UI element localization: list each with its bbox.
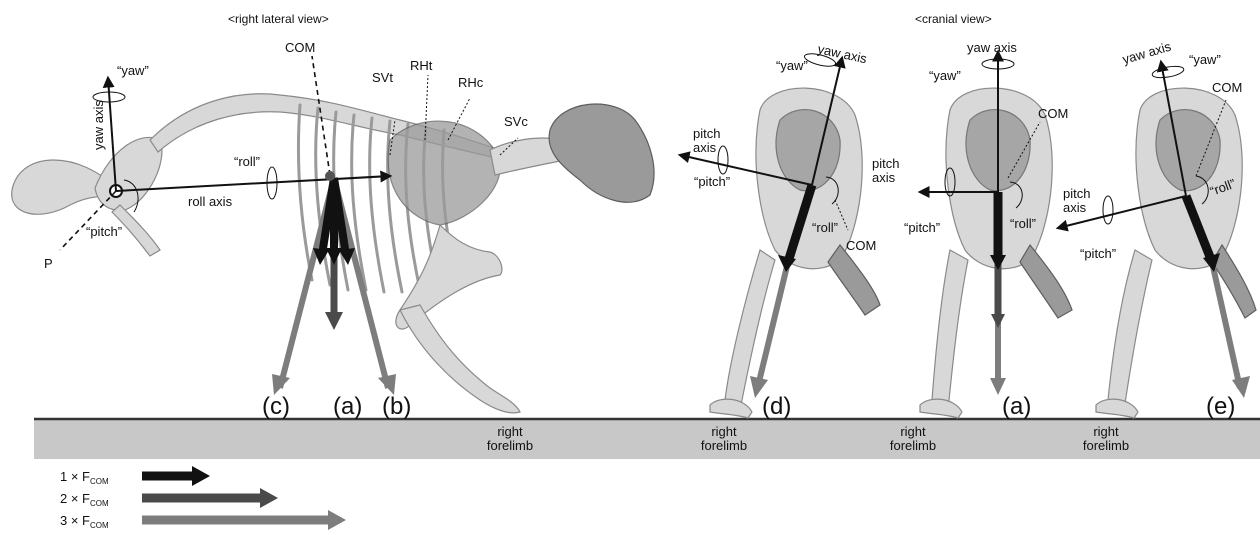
force-label-e: (e) [1206, 393, 1235, 420]
a-roll-label: “roll” [1010, 216, 1036, 231]
lateral-p-label: P [44, 256, 53, 271]
label-svt: SVt [372, 70, 393, 85]
force-label-a-lateral: (a) [333, 393, 362, 420]
a-com-label: COM [1038, 106, 1068, 121]
cranial-view-title: <cranial view> [915, 12, 992, 26]
legend-arrowhead-1 [192, 466, 210, 486]
force-label-b: (b) [382, 393, 411, 420]
lateral-com-label: COM [285, 40, 315, 55]
legend-label-2: 2 × FCOM [60, 491, 109, 508]
label-rht: RHt [410, 58, 433, 73]
lateral-roll-label: “roll” [234, 154, 260, 169]
legend-arrowhead-2 [260, 488, 278, 508]
forelimb-e-left [1108, 250, 1152, 410]
force-label-a-cranial: (a) [1002, 393, 1031, 420]
force-label-c: (c) [262, 393, 290, 420]
ground-band [34, 419, 1260, 459]
d-pitch-label: “pitch” [694, 174, 730, 189]
skull [549, 104, 654, 202]
forelimb-d-left [725, 250, 775, 410]
e-yaw-label: “yaw” [1189, 52, 1221, 67]
lateral-roll-axis-label: roll axis [188, 194, 233, 209]
a-pitch-label: “pitch” [904, 220, 940, 235]
lateral-view-title: <right lateral view> [228, 12, 329, 26]
lateral-yaw-label: “yaw” [117, 63, 149, 78]
forearm [400, 305, 520, 413]
e-pitch-label: “pitch” [1080, 246, 1116, 261]
lateral-pitch-label: “pitch” [86, 224, 122, 239]
d-com-label: COM [846, 238, 876, 253]
e-yaw-axis-label: yaw axis [1121, 39, 1174, 67]
legend-arrowhead-3 [328, 510, 346, 530]
lateral-yaw-axis-label: yaw axis [91, 100, 106, 150]
label-rhc: RHc [458, 75, 484, 90]
scapula [388, 121, 500, 225]
legend-label-1: 1 × FCOM [60, 469, 109, 486]
forelimb-a-left [932, 250, 968, 410]
force-scale-legend: 1 × FCOM 2 × FCOM 3 × FCOM [60, 466, 346, 530]
label-svc: SVc [504, 114, 528, 129]
e-com-label: COM [1212, 80, 1242, 95]
force-label-d: (d) [762, 393, 791, 420]
roll-axis-arrow [116, 176, 390, 191]
lateral-force-arrows [272, 171, 396, 395]
d-yaw-label: “yaw” [776, 58, 808, 73]
d-roll-label: “roll” [812, 220, 838, 235]
d-yaw-axis-label: yaw axis [816, 41, 868, 66]
a-yaw-label: “yaw” [929, 68, 961, 83]
a-yaw-axis-label: yaw axis [967, 40, 1017, 55]
legend-label-3: 3 × FCOM [60, 513, 109, 530]
